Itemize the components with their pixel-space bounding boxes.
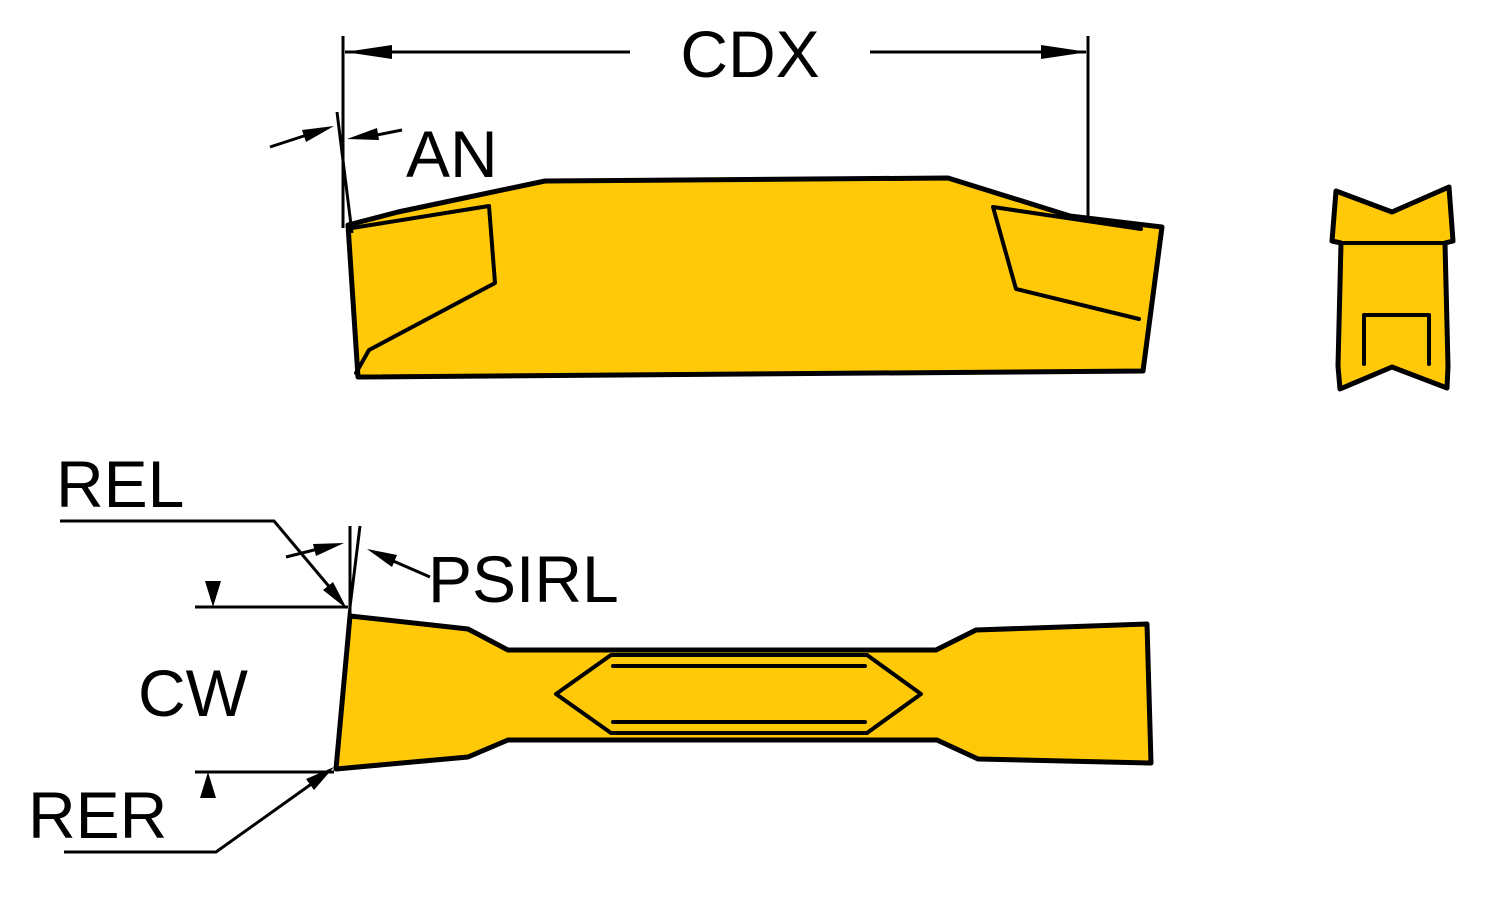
rer-annotation: RER bbox=[28, 767, 334, 854]
top-view-chipbreaker-hexagon bbox=[554, 653, 923, 735]
rel-label: REL bbox=[56, 447, 184, 521]
end-view-bottom-notch bbox=[1362, 313, 1431, 366]
an-angle-annotation: AN bbox=[269, 111, 498, 234]
rer-label: RER bbox=[28, 778, 167, 852]
rel-annotation: REL bbox=[56, 447, 347, 609]
rel-leader-line bbox=[60, 519, 334, 591]
psirl-arrowhead-left bbox=[313, 543, 344, 556]
rel-arrowhead bbox=[323, 582, 347, 609]
an-label: AN bbox=[406, 117, 498, 191]
end-view bbox=[1329, 184, 1456, 392]
an-angle-reference-line bbox=[335, 111, 354, 234]
cw-label: CW bbox=[138, 656, 249, 730]
an-arrow-line-right bbox=[376, 128, 403, 137]
an-arrowhead-left bbox=[302, 126, 334, 142]
side-view-left-pocket bbox=[350, 204, 497, 375]
an-arrowhead-right bbox=[347, 128, 379, 140]
cw-dimension: CW bbox=[138, 581, 348, 798]
end-view-insert-body bbox=[1329, 184, 1456, 392]
cdx-dimension: CDX bbox=[341, 17, 1090, 228]
cdx-arrowhead-left bbox=[345, 45, 392, 59]
cw-arrowhead-up bbox=[200, 772, 216, 798]
rer-arrowhead bbox=[306, 767, 334, 790]
cw-arrowhead-down bbox=[205, 581, 221, 607]
top-view bbox=[333, 613, 1154, 772]
cdx-arrowhead-right bbox=[1041, 45, 1088, 59]
psirl-angle-annotation: PSIRL bbox=[285, 525, 619, 616]
side-view-right-pocket bbox=[991, 205, 1143, 321]
side-view-insert-body bbox=[345, 175, 1165, 380]
psirl-arrowhead-right bbox=[367, 549, 397, 567]
top-view-insert-body bbox=[333, 613, 1154, 772]
psirl-extension-line-slanted bbox=[347, 525, 362, 616]
side-view bbox=[345, 175, 1165, 380]
psirl-label: PSIRL bbox=[428, 542, 619, 616]
rer-leader-line bbox=[64, 773, 325, 854]
cdx-label: CDX bbox=[680, 17, 819, 91]
